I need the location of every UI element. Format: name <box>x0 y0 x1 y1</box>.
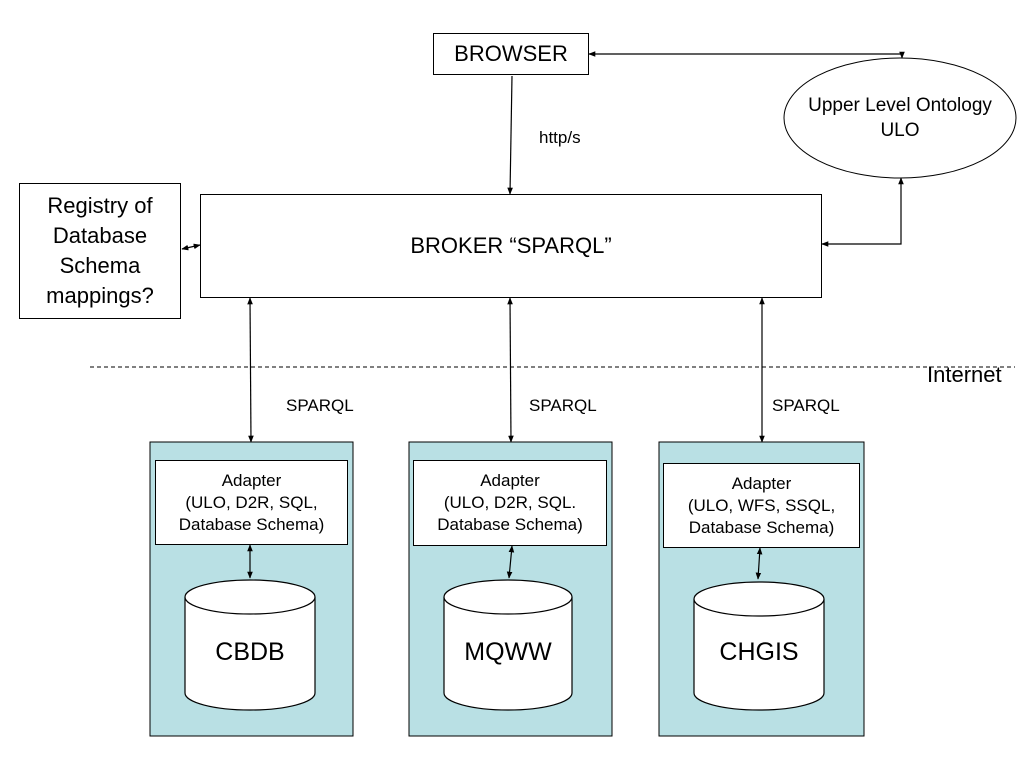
sparql-arrow-mqww <box>507 297 514 443</box>
adapter-cbdb-label: Adapter (ULO, D2R, SQL, Database Schema) <box>178 470 325 534</box>
broker-ontology-arrow <box>821 177 904 247</box>
database-cylinder-mqww <box>443 579 573 711</box>
sparql-label-mqww: SPARQL <box>529 396 597 415</box>
internet-label: Internet <box>927 362 1002 387</box>
registry-broker-arrow <box>181 243 201 251</box>
browser-ontology-arrow <box>588 51 905 59</box>
sparql-label-cbdb: SPARQL <box>286 396 354 415</box>
http-arrow <box>507 75 513 195</box>
database-cylinder-cbdb <box>184 579 316 711</box>
database-label-chgis: CHGIS <box>719 638 799 666</box>
database-label-mqww: MQWW <box>464 638 552 666</box>
sparql-arrow-cbdb <box>247 297 254 443</box>
http-label: http/s <box>539 128 581 147</box>
broker-node: BROKER “SPARQL” <box>200 194 822 298</box>
database-cylinder-chgis <box>693 581 825 711</box>
registry-node: Registry of Database Schema mappings? <box>19 183 181 319</box>
adapter-cbdb: Adapter (ULO, D2R, SQL, Database Schema) <box>155 460 348 545</box>
adapter-db-arrow-mqww <box>506 545 515 579</box>
database-label-cbdb: CBDB <box>215 638 285 666</box>
registry-label: Registry of Database Schema mappings? <box>46 193 154 308</box>
browser-node: BROWSER <box>433 33 589 75</box>
broker-label: BROKER “SPARQL” <box>410 233 612 258</box>
ontology-label: Upper Level Ontology ULO <box>808 95 992 141</box>
browser-label: BROWSER <box>454 41 568 66</box>
adapter-mqww: Adapter (ULO, D2R, SQL. Database Schema) <box>413 460 607 546</box>
adapter-chgis: Adapter (ULO, WFS, SSQL, Database Schema… <box>663 463 860 548</box>
sparql-label-chgis: SPARQL <box>772 396 840 415</box>
adapter-chgis-label: Adapter (ULO, WFS, SSQL, Database Schema… <box>687 473 836 537</box>
adapter-db-arrow-chgis <box>755 547 763 580</box>
adapter-mqww-label: Adapter (ULO, D2R, SQL. Database Schema) <box>437 471 583 534</box>
